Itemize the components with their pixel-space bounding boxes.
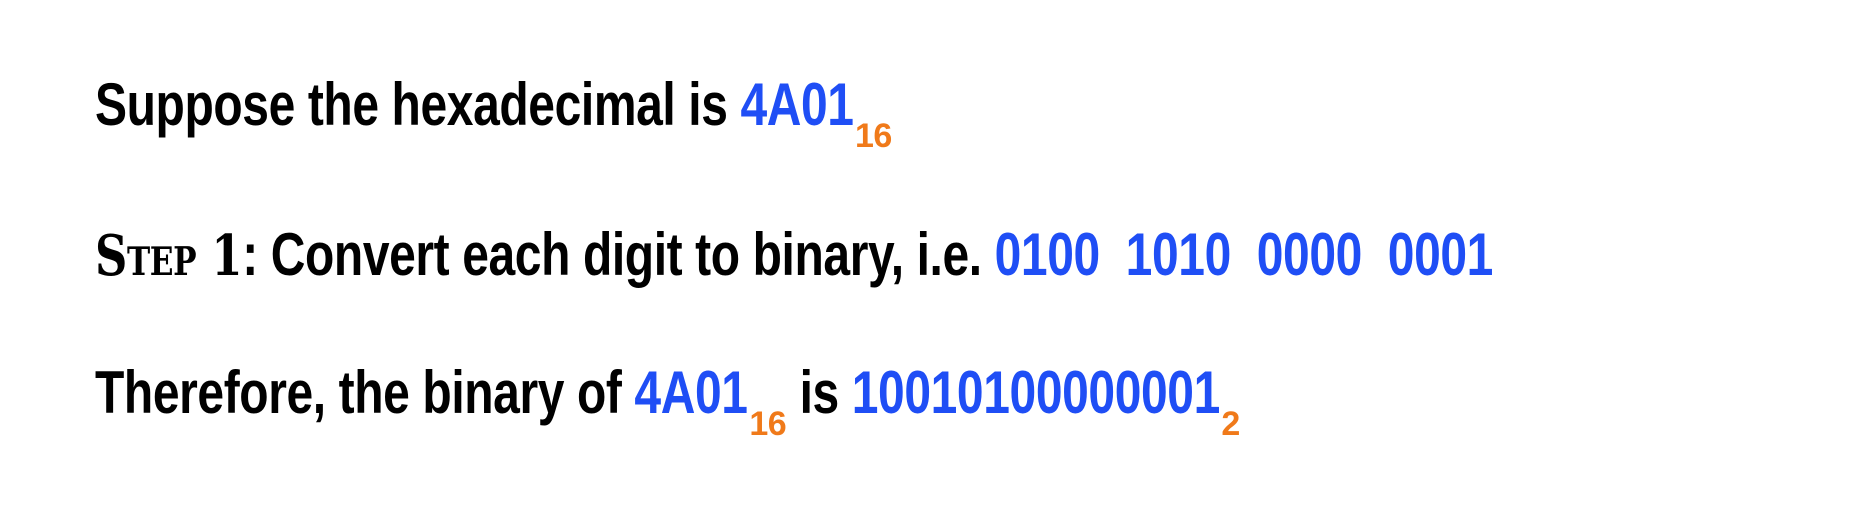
step-label: Step 1 [95, 223, 243, 289]
intro-text: Suppose the hexadecimal is [95, 71, 741, 138]
binary-result: 10010100000001 [851, 359, 1221, 426]
binary-groups: 0100 1010 0000 0001 [994, 221, 1494, 288]
hex-value: 4A01 [634, 359, 748, 426]
result-line: Therefore, the binary of 4A0116 is 10010… [95, 358, 1244, 443]
step-text: : Convert each digit to binary, i.e. [242, 221, 995, 288]
binary-base-subscript: 2 [1221, 405, 1240, 443]
hex-base-subscript: 16 [749, 405, 787, 443]
hex-base-subscript: 16 [855, 117, 893, 155]
intro-line: Suppose the hexadecimal is 4A0116 [95, 70, 893, 155]
result-text: Therefore, the binary of [95, 359, 635, 426]
is-text: is [786, 359, 852, 426]
step-1-line: Step 1: Convert each digit to binary, i.… [95, 220, 1493, 289]
hex-value: 4A01 [740, 71, 854, 138]
